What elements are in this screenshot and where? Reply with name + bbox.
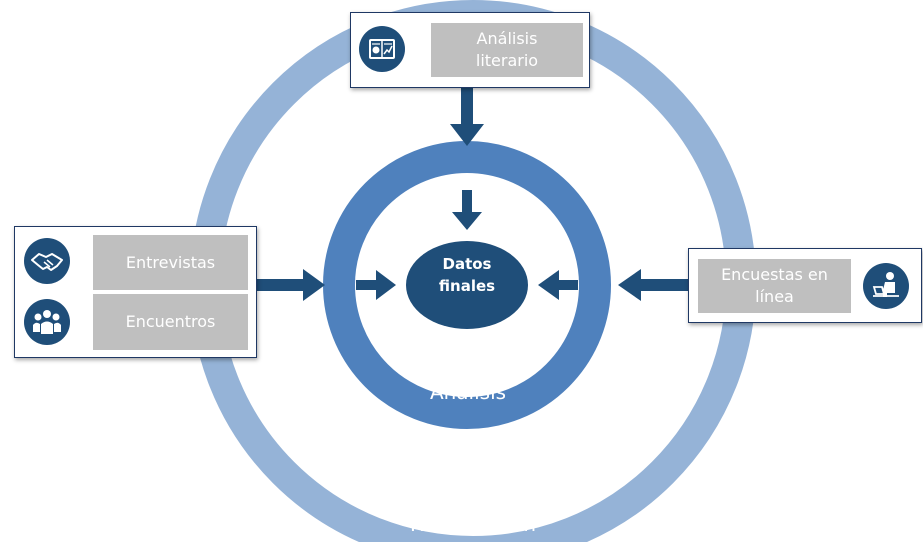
meetings-label: Encuentros xyxy=(93,294,248,350)
online-surveys-line2: línea xyxy=(755,287,794,306)
center-label: Datos finales xyxy=(406,253,528,297)
online-surveys-line1: Encuestas en xyxy=(721,265,828,284)
literary-analysis-label: Análisis literario xyxy=(431,23,583,77)
arrow-left-outer xyxy=(257,269,325,301)
group-icon xyxy=(24,299,70,345)
center-node xyxy=(406,241,528,329)
arrow-right-outer xyxy=(618,269,688,301)
arrow-top-inner xyxy=(452,190,482,230)
handshake-icon xyxy=(24,238,70,284)
arrow-top-outer xyxy=(450,88,484,146)
literary-analysis-card: Análisis literario xyxy=(350,12,590,88)
arrow-right-inner xyxy=(538,270,578,300)
inner-ring xyxy=(323,141,611,429)
interviews-label: Entrevistas xyxy=(93,235,248,290)
inner-ring-label: Análisis xyxy=(429,380,507,404)
chart-document-icon xyxy=(359,26,405,72)
outer-ring-label: Recopilación xyxy=(409,512,537,536)
literary-analysis-line1: Análisis xyxy=(476,29,538,48)
interviews-meetings-card: Entrevistas Encuentros xyxy=(14,226,257,358)
online-surveys-label: Encuestas en línea xyxy=(698,259,851,313)
arrow-left-inner xyxy=(356,270,396,300)
person-at-laptop-icon xyxy=(863,263,909,309)
online-surveys-card: Encuestas en línea xyxy=(688,248,922,323)
literary-analysis-line2: literario xyxy=(475,51,539,70)
center-label-line2: finales xyxy=(438,277,496,295)
center-label-line1: Datos xyxy=(442,255,492,273)
